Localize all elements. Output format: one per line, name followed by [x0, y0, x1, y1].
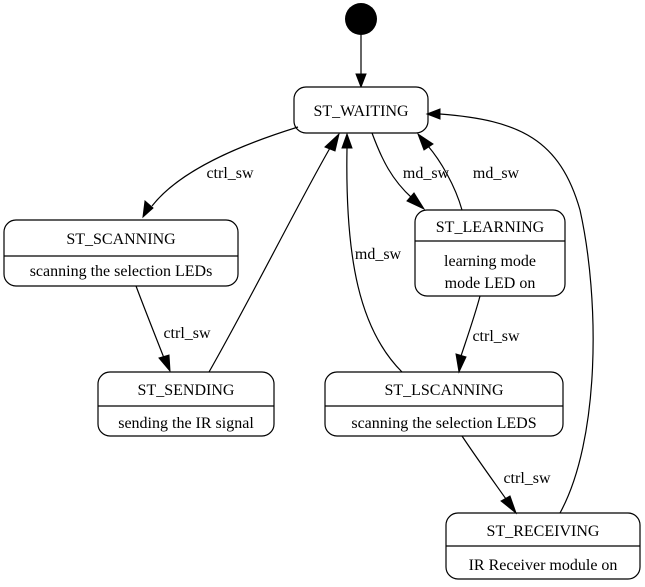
state-scanning-name: ST_SCANNING: [66, 231, 176, 248]
edge-lscanning-to-waiting: [346, 147, 403, 373]
state-lscanning-desc: scanning the selection LEDS: [351, 415, 536, 432]
arrowhead-waiting-to-scanning: [142, 200, 154, 219]
edge-waiting-to-learning: [371, 132, 413, 199]
edge-lscanning-to-receiving: [461, 435, 507, 500]
state-sending-box: [97, 371, 275, 437]
state-scanning[interactable]: ST_SCANNING scanning the selection LEDs: [3, 219, 239, 287]
arrowhead-learning-to-waiting: [416, 132, 434, 151]
arrowhead-receiving-to-waiting: [425, 108, 441, 120]
arrowhead-waiting-to-learning: [406, 192, 426, 211]
arrowhead-scanning-to-sending: [158, 354, 171, 373]
arrowhead-lscanning-to-receiving: [500, 495, 518, 515]
arrowhead-sending-to-waiting: [324, 132, 340, 152]
arrowhead-lscanning-to-waiting: [341, 132, 353, 149]
state-sending[interactable]: ST_SENDING sending the IR signal: [97, 371, 275, 437]
edge-learning-to-waiting: [427, 145, 463, 211]
state-scanning-box: [3, 219, 239, 287]
edge-sending-to-waiting: [208, 147, 331, 373]
arrowhead-learning-to-lscanning: [455, 353, 467, 374]
edge-scanning-to-sending-label: ctrl_sw: [163, 325, 211, 342]
state-sending-desc: sending the IR signal: [118, 415, 254, 432]
edge-learning-to-waiting-label: md_sw: [473, 165, 520, 182]
state-learning-box: [414, 209, 566, 297]
edge-learning-to-lscanning-label: ctrl_sw: [472, 328, 520, 345]
state-learning-name: ST_LEARNING: [436, 219, 545, 236]
state-learning-desc-line-2: mode LED on: [445, 275, 536, 292]
state-learning-desc-line-1: learning mode: [444, 253, 536, 270]
edge-lscanning-to-waiting-label: md_sw: [355, 246, 402, 263]
state-receiving-desc: IR Receiver module on: [469, 557, 618, 574]
edge-waiting-to-scanning-label: ctrl_sw: [206, 165, 254, 182]
state-receiving[interactable]: ST_RECEIVING IR Receiver module on: [445, 512, 641, 580]
edge-receiving-to-waiting: [439, 113, 594, 514]
edge-scanning-to-sending: [135, 285, 165, 359]
arrowhead-initial-to-waiting: [355, 73, 367, 89]
state-lscanning[interactable]: ST_LSCANNING scanning the selection LEDS: [324, 371, 564, 437]
state-receiving-name: ST_RECEIVING: [487, 523, 600, 540]
state-learning[interactable]: ST_LEARNING learning mode mode LED on: [414, 209, 566, 297]
edge-waiting-to-learning-label: md_sw: [403, 165, 450, 182]
edge-waiting-to-scanning: [151, 126, 299, 207]
edge-learning-to-lscanning: [460, 295, 481, 357]
state-waiting-box: [293, 86, 429, 134]
state-waiting[interactable]: ST_WAITING: [293, 86, 429, 134]
state-sending-name: ST_SENDING: [138, 382, 235, 399]
state-scanning-desc: scanning the selection LEDs: [30, 263, 213, 280]
initial-state-dot: [345, 3, 377, 35]
state-lscanning-name: ST_LSCANNING: [384, 382, 504, 399]
state-lscanning-box: [324, 371, 564, 437]
state-waiting-name: ST_WAITING: [313, 103, 409, 120]
edge-lscanning-to-receiving-label: ctrl_sw: [503, 470, 551, 487]
